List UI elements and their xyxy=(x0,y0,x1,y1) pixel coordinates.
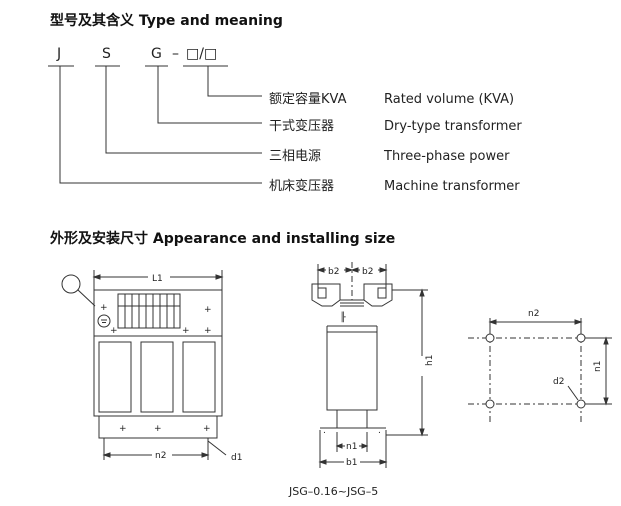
code-suffix: □/□ xyxy=(186,46,217,62)
dim-b2-right-label: b2 xyxy=(362,267,373,277)
code-letter-j: J xyxy=(56,46,61,62)
dim-n1-mount-label: n1 xyxy=(593,361,603,372)
type-meaning-title: 型号及其含义 Type and meaning xyxy=(50,13,283,29)
dim-d1-label: d1 xyxy=(231,453,242,463)
dim-d2-label: d2 xyxy=(553,377,564,387)
svg-text:+: + xyxy=(204,326,212,336)
svg-text:╟: ╟ xyxy=(340,311,346,323)
ground-icon xyxy=(97,314,111,328)
side-view: b2 b2 ╟ . . h1 n xyxy=(311,262,435,468)
dim-l1-label: L1 xyxy=(152,274,163,284)
dim-n1-side-label: n1 xyxy=(346,442,357,452)
terminal-strip xyxy=(118,294,180,328)
svg-text:.: . xyxy=(323,426,326,436)
type-meanings: 额定容量KVA Rated volume (KVA) 干式变压器 Dry-typ… xyxy=(269,91,522,194)
code-letter-g: G xyxy=(151,46,162,62)
svg-text:+: + xyxy=(154,424,162,434)
dim-n2-mount-label: n2 xyxy=(528,309,539,319)
meaning-en-3: Machine transformer xyxy=(384,179,520,194)
mounting-view: n2 n1 d2 xyxy=(468,309,612,424)
svg-text:.: . xyxy=(378,426,381,436)
dim-h1-label: h1 xyxy=(425,355,435,366)
dim-b1-label: b1 xyxy=(346,458,357,468)
meaning-en-1: Dry-type transformer xyxy=(384,119,522,134)
svg-text:+: + xyxy=(182,326,190,336)
meaning-en-0: Rated volume (KVA) xyxy=(384,92,514,107)
meaning-en-2: Three-phase power xyxy=(383,149,510,164)
appearance-title: 外形及安装尺寸 Appearance and installing size xyxy=(50,231,396,247)
type-code: J S G – □/□ xyxy=(48,46,262,184)
dim-b2-left-label: b2 xyxy=(328,267,339,277)
front-view: L1 + + + + + xyxy=(61,270,242,463)
svg-text:+: + xyxy=(100,303,108,313)
svg-text:+: + xyxy=(203,424,211,434)
svg-text:+: + xyxy=(204,305,212,315)
dim-n2-front-label: n2 xyxy=(155,451,166,461)
meaning-cn-0: 额定容量KVA xyxy=(269,91,347,107)
code-letter-s: S xyxy=(102,46,111,62)
svg-text:+: + xyxy=(110,326,118,336)
meaning-cn-1: 干式变压器 xyxy=(269,118,334,134)
model-caption: JSG–0.16~JSG–5 xyxy=(288,485,378,498)
svg-text:+: + xyxy=(119,424,127,434)
meaning-cn-2: 三相电源 xyxy=(269,149,321,164)
code-dash: – xyxy=(172,46,179,62)
meaning-cn-3: 机床变压器 xyxy=(269,178,334,194)
